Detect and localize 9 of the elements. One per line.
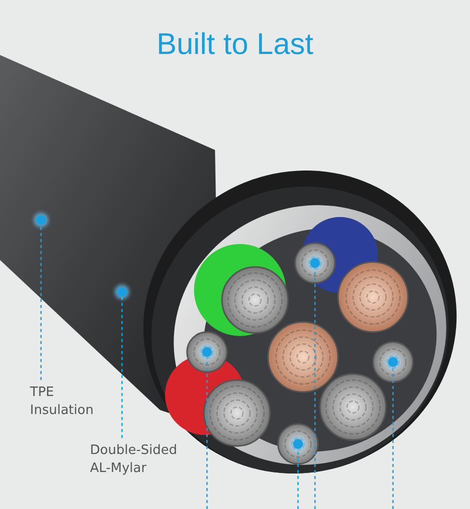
leader-line — [40, 225, 42, 380]
callout-label: TPE Insulation — [30, 384, 120, 420]
title: Built to Last — [156, 28, 314, 62]
leader-line — [392, 367, 394, 509]
leader-line — [297, 449, 299, 509]
leader-line — [314, 268, 316, 509]
callout-label: Double-Sided AL-Mylar — [90, 442, 200, 478]
leader-line — [121, 297, 123, 438]
leader-line — [206, 357, 208, 509]
